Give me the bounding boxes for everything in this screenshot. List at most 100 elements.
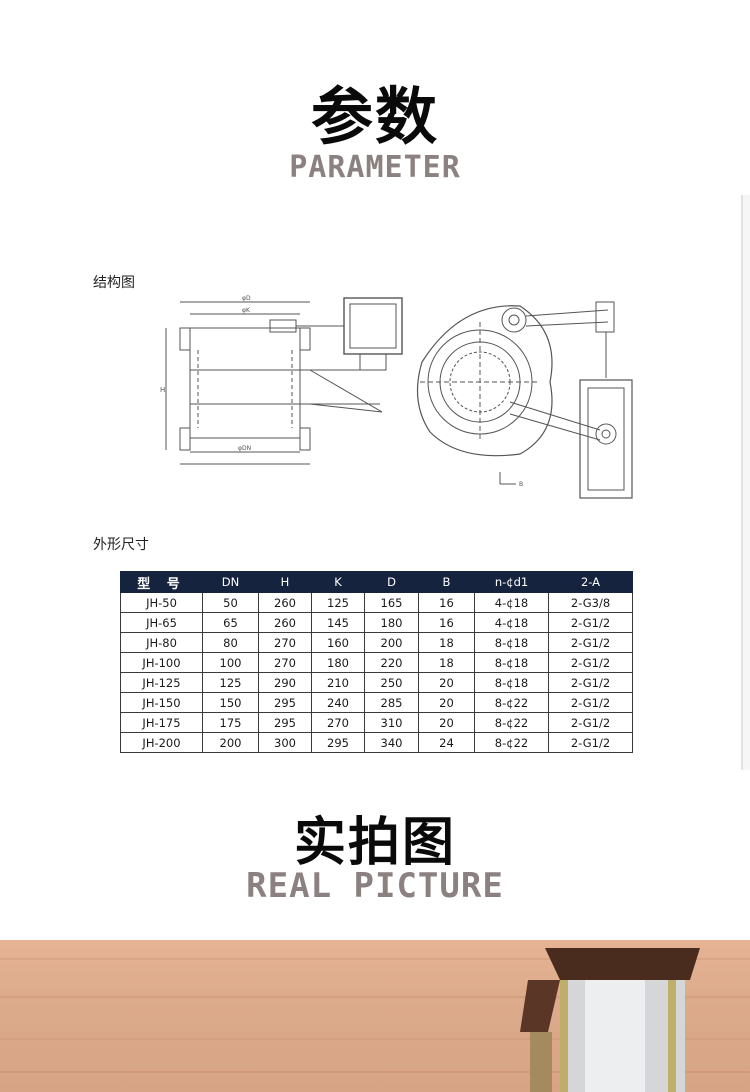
photo-section-subtitle: REAL PICTURE [246, 866, 504, 906]
table-cell: 24 [418, 732, 475, 753]
cylinder-top-cap [545, 948, 700, 980]
cylinder-box [343, 297, 403, 355]
wood-grain [0, 1071, 750, 1073]
table-cell: 2-G1/2 [548, 652, 633, 673]
table-cell: 50 [202, 592, 259, 613]
table-cell: 80 [202, 632, 259, 653]
table-cell: JH-200 [120, 732, 203, 753]
page-title: 参数 [310, 80, 439, 153]
bottom-left-flange [179, 427, 191, 451]
table-cell: 4-¢18 [474, 592, 549, 613]
table-cell: JH-80 [120, 632, 203, 653]
table-cell: 300 [258, 732, 312, 753]
table-cell: JH-150 [120, 692, 203, 713]
table-cell: 290 [258, 672, 312, 693]
table-cell: 285 [364, 692, 419, 713]
photo-section-title: 实拍图 [293, 813, 456, 873]
table-cell: 340 [364, 732, 419, 753]
table-cell: 8-¢22 [474, 712, 549, 733]
header-cell: n-¢d1 [474, 571, 549, 593]
table-cell: 210 [311, 672, 365, 693]
table-cell: 180 [311, 652, 365, 673]
table-cell: 220 [364, 652, 419, 673]
cylinder-photo [520, 948, 700, 1092]
pivot-top [501, 307, 527, 333]
page-subtitle: PARAMETER [289, 150, 461, 185]
table-cell: 240 [311, 692, 365, 713]
table-header-row: 型 号 DN H K D B n-¢d1 2-A [120, 571, 633, 593]
table-cell: 2-G1/2 [548, 672, 633, 693]
top-left-flange [179, 327, 191, 351]
dim-b-label: B [519, 481, 523, 488]
dim-phi-k-label: φK [242, 307, 251, 314]
table-cell: 260 [258, 592, 312, 613]
table-cell: 20 [418, 692, 475, 713]
table-cell: 8-¢22 [474, 692, 549, 713]
table-cell: 8-¢18 [474, 672, 549, 693]
table-cell: 125 [311, 592, 365, 613]
table-cell: 165 [364, 592, 419, 613]
header-cell: K [311, 571, 365, 593]
header-cell: B [418, 571, 475, 593]
table-cell: 310 [364, 712, 419, 733]
valve-body-outline [189, 327, 301, 439]
side-view: B [416, 301, 633, 499]
wood-grain [0, 958, 750, 960]
product-photo [0, 940, 750, 1092]
dim-phi-dn-label: φDN [238, 445, 251, 452]
table-cell: 270 [311, 712, 365, 733]
scanned-sheet-edge [741, 195, 750, 770]
table-cell: 20 [418, 672, 475, 693]
table-cell: JH-175 [120, 712, 203, 733]
table-cell: 160 [311, 632, 365, 653]
table-cell: 295 [311, 732, 365, 753]
tie-rod [668, 980, 676, 1092]
table-cell: 65 [202, 612, 259, 633]
table-cell: 2-G1/2 [548, 712, 633, 733]
table-cell: 18 [418, 632, 475, 653]
dimensions-label: 外形尺寸 [93, 537, 149, 553]
dim-h-label: H [160, 386, 165, 394]
table-cell: JH-50 [120, 592, 203, 613]
table-cell: 100 [202, 652, 259, 673]
tie-rod [560, 980, 568, 1092]
header-cell: D [364, 571, 419, 593]
table-cell: 145 [311, 612, 365, 633]
table-cell: 260 [258, 612, 312, 633]
table-cell: 180 [364, 612, 419, 633]
wood-grain [0, 996, 750, 998]
table-cell: 2-G1/2 [548, 692, 633, 713]
table-cell: 8-¢18 [474, 632, 549, 653]
table-cell: 2-G1/2 [548, 732, 633, 753]
table-cell: 295 [258, 692, 312, 713]
structure-diagram-label: 结构图 [93, 275, 135, 291]
table-cell: 125 [202, 672, 259, 693]
table-cell: 200 [364, 632, 419, 653]
table-cell: 270 [258, 632, 312, 653]
table-cell: JH-65 [120, 612, 203, 633]
header-cell: 型 号 [120, 571, 203, 593]
table-cell: 8-¢18 [474, 652, 549, 673]
table-cell: 18 [418, 652, 475, 673]
front-view: φD φK φDN H [160, 295, 403, 465]
table-cell: 150 [202, 692, 259, 713]
header-cell: 2-A [548, 571, 633, 593]
valve-side-outline [416, 305, 553, 457]
table-cell: JH-125 [120, 672, 203, 693]
table-cell: 200 [202, 732, 259, 753]
dim-phi-d-label: φD [242, 295, 251, 302]
table-cell: 270 [258, 652, 312, 673]
table-cell: 2-G1/2 [548, 632, 633, 653]
header-cell: H [258, 571, 312, 593]
table-cell: JH-100 [120, 652, 203, 673]
bottom-right-flange [299, 427, 311, 451]
table-cell: 8-¢22 [474, 732, 549, 753]
table-cell: 16 [418, 592, 475, 613]
